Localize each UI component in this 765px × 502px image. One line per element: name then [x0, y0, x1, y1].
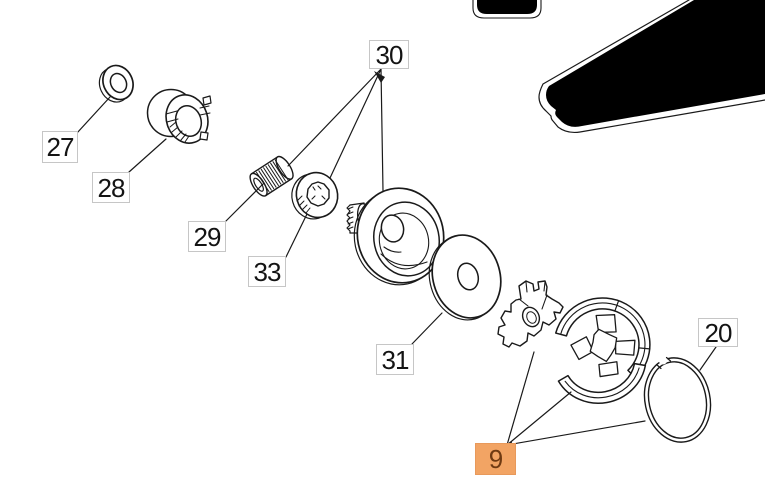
part-29-needle-bearing — [249, 155, 294, 197]
part-30-clutch-drum — [346, 187, 445, 286]
part-label-30[interactable]: 30 — [369, 40, 409, 69]
leader-line-30a — [287, 68, 382, 167]
part-label-9-selected[interactable]: 9 — [475, 443, 516, 475]
part-28-bearing-housing — [146, 88, 212, 144]
part-label-27[interactable]: 27 — [42, 131, 78, 163]
leader-line-30c — [380, 68, 384, 192]
leader-lines — [76, 68, 717, 452]
part-label-33[interactable]: 33 — [248, 256, 286, 287]
top-edge-shape — [477, 0, 537, 14]
leader-line-27 — [76, 96, 111, 134]
part-9-clutch-spider — [497, 280, 564, 348]
leader-line-31 — [411, 312, 443, 345]
leader-arrow-30 — [374, 71, 385, 83]
part-label-31[interactable]: 31 — [376, 344, 414, 375]
leader-line-30b — [329, 68, 382, 179]
part-label-20[interactable]: 20 — [698, 318, 738, 347]
part-33-sprocket-rim — [291, 171, 339, 220]
top-edge-outline — [472, 0, 542, 19]
top-edge-part — [472, 0, 542, 19]
chain-bar-shape — [546, 0, 765, 127]
part-9-clutch-shoes — [554, 297, 651, 405]
chain-bar-outline — [538, 0, 765, 134]
leader-line-29 — [225, 183, 264, 222]
part-label-28[interactable]: 28 — [92, 172, 130, 203]
part-27-washer — [98, 64, 134, 103]
leader-line-33 — [285, 213, 308, 258]
leader-line-9c — [506, 420, 646, 446]
chain-bar-silhouette — [538, 0, 765, 134]
leader-line-28 — [128, 138, 167, 173]
leader-line-9b — [506, 391, 572, 446]
part-31-washer — [428, 234, 502, 321]
part-20-spring-ring — [643, 355, 712, 443]
leader-line-20 — [699, 346, 717, 371]
leader-line-9a — [506, 351, 535, 446]
part-label-29[interactable]: 29 — [188, 221, 226, 252]
